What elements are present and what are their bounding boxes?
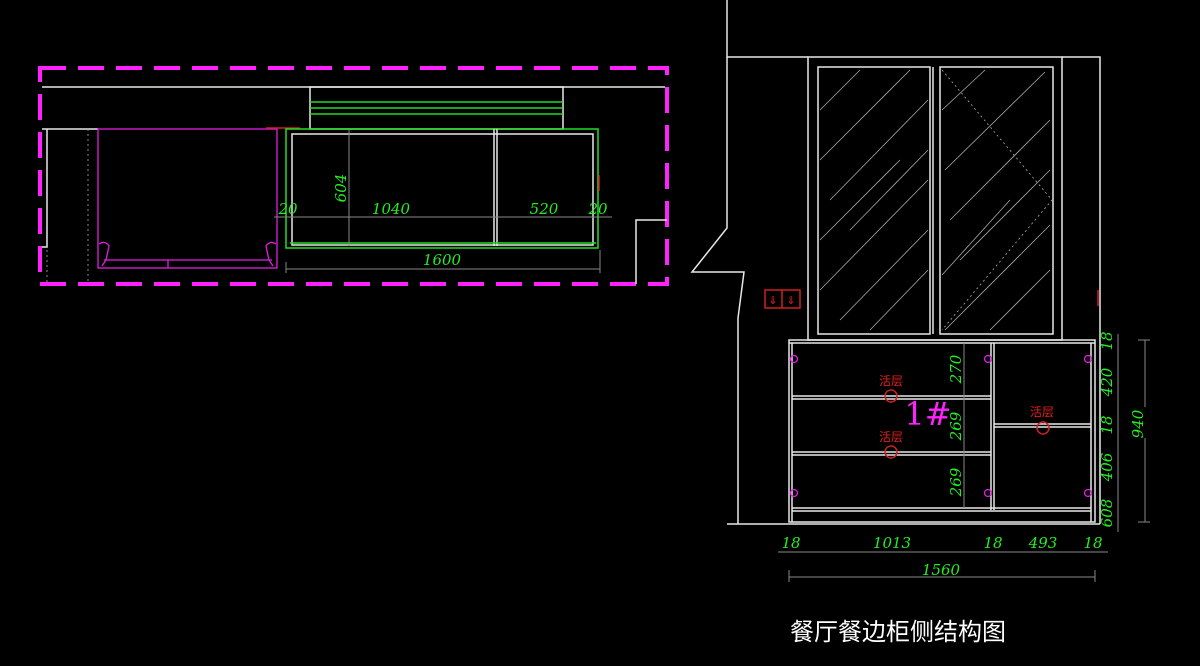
adjustable-shelf-marker xyxy=(1036,421,1050,435)
plan-boundary-dashed xyxy=(38,66,669,286)
dim-overall-width: 1600 xyxy=(423,251,462,269)
elevation-view: ⇓ ⇓ 活层 活层 活层 1# xyxy=(690,0,1150,582)
dim-main-bay: 1040 xyxy=(372,200,411,218)
sofa-outline xyxy=(97,128,278,269)
dim-shelf-spacing: 269 xyxy=(947,411,965,441)
dim-depth: 604 xyxy=(332,174,350,203)
adjustable-shelf-marker xyxy=(884,445,898,459)
left-wall xyxy=(42,129,48,248)
dim-shelf-spacing: 269 xyxy=(947,467,965,497)
dim-right-side: 420 xyxy=(1098,367,1116,397)
glass-door-left xyxy=(817,66,931,335)
glass-upper-cabinet xyxy=(807,56,1063,341)
glass-door-right xyxy=(939,66,1054,335)
adjustable-shelf-marker xyxy=(884,389,898,403)
cabinet-tag: 1# xyxy=(904,395,951,433)
right-wall xyxy=(635,219,667,284)
double-outlet: ⇓ ⇓ xyxy=(764,289,801,309)
dim-left-panel: 20 xyxy=(277,200,298,218)
dim-right-side: 608 xyxy=(1098,499,1116,528)
dim-right-panel: 20 xyxy=(587,200,608,218)
dim-total-width: 1560 xyxy=(922,561,961,579)
dim-side-bay: 520 xyxy=(530,200,559,218)
dim-bottom: 18 xyxy=(781,534,800,552)
dim-total-height: 940 xyxy=(1129,409,1147,438)
shelf-note: 活层 xyxy=(879,430,903,444)
svg-text:⇓: ⇓ xyxy=(786,294,795,307)
dim-bottom: 493 xyxy=(1028,534,1058,552)
wall-outline xyxy=(726,0,808,58)
dim-bottom: 18 xyxy=(983,534,1002,552)
top-shelf-unit xyxy=(309,86,564,130)
shelf-note: 活层 xyxy=(879,374,903,388)
lower-cabinet xyxy=(788,339,1096,523)
drawing-title: 餐厅餐边柜侧结构图 xyxy=(790,618,1006,646)
svg-text:⇓: ⇓ xyxy=(768,294,777,307)
plan-view: 20 1040 520 20 604 1600 xyxy=(38,66,669,286)
sideboard-plan xyxy=(285,128,599,249)
shelf-note: 活层 xyxy=(1030,405,1054,419)
dim-right-side: 406 xyxy=(1098,452,1116,482)
dim-bottom: 1013 xyxy=(873,534,911,552)
dim-right-side: 18 xyxy=(1098,331,1116,350)
dim-shelf-spacing: 270 xyxy=(947,354,965,384)
dim-bottom: 18 xyxy=(1083,534,1102,552)
dim-right-side: 18 xyxy=(1098,415,1116,434)
